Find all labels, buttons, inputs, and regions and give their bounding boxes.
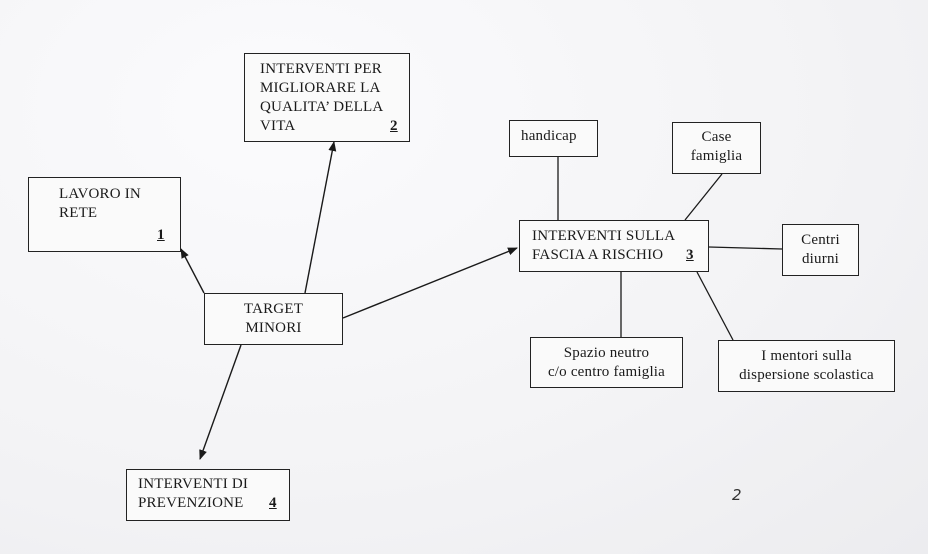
line-to-centri-diurni	[708, 246, 783, 250]
node-lavoro-in-rete: LAVORO IN RETE 1	[28, 177, 181, 252]
arrow-to-fascia-rischio	[342, 247, 518, 319]
node-label: handicap	[521, 128, 577, 144]
node-prevenzione: INTERVENTI DI PREVENZIONE 4	[126, 469, 290, 521]
node-label: dispersione scolastica	[739, 367, 874, 383]
arrow-to-lavoro-in-rete	[180, 248, 205, 294]
node-number: 3	[686, 247, 694, 263]
node-label: INTERVENTI DI	[138, 476, 249, 492]
node-mentori: I mentori sulla dispersione scolastica	[718, 340, 895, 392]
node-label: I mentori sulla	[761, 348, 852, 364]
node-label: PREVENZIONE	[138, 495, 244, 511]
node-label: INTERVENTI SULLA	[532, 228, 676, 244]
node-label: INTERVENTI PER	[260, 61, 383, 77]
node-label: QUALITA’ DELLA	[260, 99, 384, 115]
node-label: MIGLIORARE LA	[260, 80, 381, 96]
node-target-minori: TARGET MINORI	[204, 293, 343, 345]
node-qualita-vita: INTERVENTI PER MIGLIORARE LA QUALITA’ DE…	[244, 53, 410, 142]
node-label: FASCIA A RISCHIO	[532, 247, 664, 263]
node-label: TARGET	[243, 301, 304, 317]
arrow-to-prevenzione	[199, 344, 242, 460]
page-number: 2	[732, 486, 742, 504]
node-label: LAVORO IN	[59, 186, 141, 202]
line-to-case-famiglia	[684, 173, 723, 221]
node-number: 1	[157, 227, 165, 243]
node-case-famiglia: Case famiglia	[672, 122, 761, 174]
arrow-to-qualita-vita	[304, 141, 337, 294]
node-label: Centri	[801, 232, 840, 248]
line-to-mentori	[696, 271, 734, 341]
node-label: RETE	[59, 205, 98, 221]
node-label: Case	[701, 129, 732, 145]
node-label: Spazio neutro	[563, 345, 650, 361]
node-spazio-neutro: Spazio neutro c/o centro famiglia	[530, 337, 683, 388]
node-label: VITA	[260, 118, 296, 134]
node-number: 4	[269, 495, 277, 511]
node-label: c/o centro famiglia	[547, 364, 666, 380]
node-fascia-rischio: INTERVENTI SULLA FASCIA A RISCHIO 3	[519, 220, 709, 272]
node-handicap: handicap	[509, 120, 598, 157]
node-label: MINORI	[245, 320, 302, 336]
node-label: famiglia	[690, 148, 743, 164]
node-label: diurni	[801, 251, 840, 267]
node-centri-diurni: Centri diurni	[782, 224, 859, 276]
node-number: 2	[390, 118, 398, 134]
